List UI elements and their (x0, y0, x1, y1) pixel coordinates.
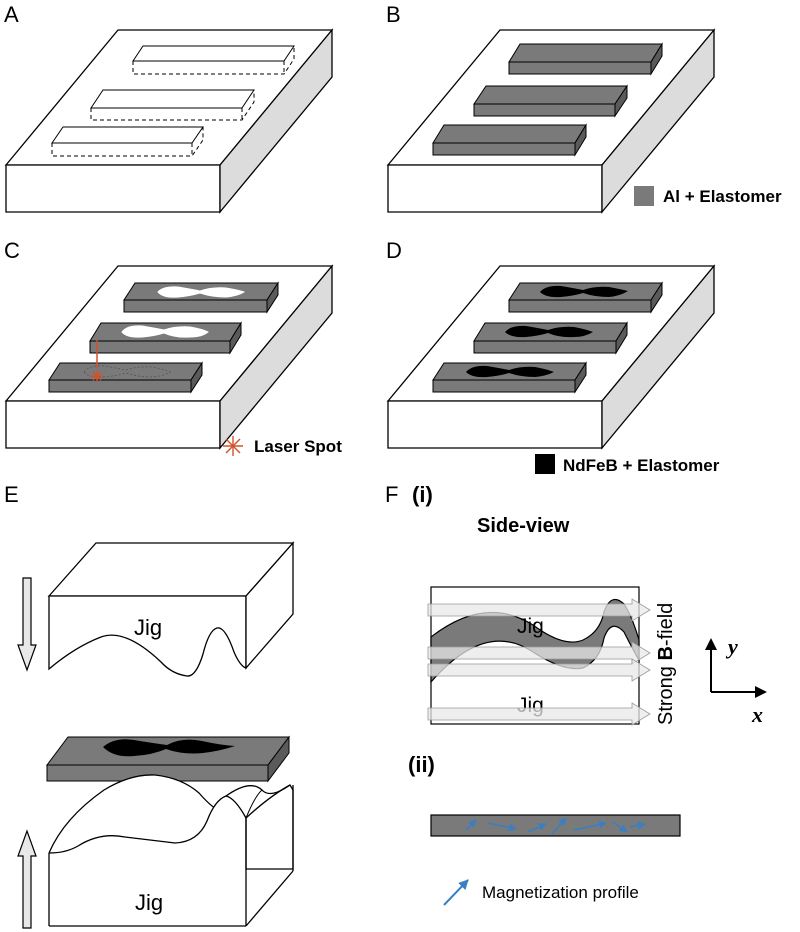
magnetization-legend-icon (443, 879, 469, 906)
magnetization-profile-label: Magnetization profile (482, 883, 639, 902)
magnetized-strip (430, 814, 681, 837)
ndfeb-label: NdFeB + Elastomer (563, 456, 720, 475)
laser-spot-legend-icon (223, 436, 243, 456)
ndfeb-pattern (540, 285, 628, 298)
x-axis-label: x (751, 702, 763, 727)
cut-cavity (157, 286, 246, 298)
panel-b: B Al + Elastomer (386, 2, 782, 214)
down-arrow (17, 577, 37, 672)
panel-f: F (i) Side-view Jig Jig Strong B-field y (385, 482, 767, 906)
up-arrow (17, 829, 37, 929)
magnetization-arrow-icon (573, 820, 607, 831)
bottom-jig: Jig (48, 774, 294, 927)
al-elastomer-slab (432, 123, 587, 157)
ndfeb-pattern (103, 739, 235, 757)
al-elastomer-slab (473, 84, 628, 118)
panel-a: A (4, 2, 334, 214)
panel-label-c: C (4, 238, 20, 263)
jig-label-top: Jig (134, 615, 162, 640)
y-axis-label: y (725, 634, 738, 659)
magnetic-sheet (46, 735, 290, 783)
panel-label-f: F (385, 482, 398, 507)
field-arrow (427, 598, 651, 622)
ndfeb-swatch (535, 454, 555, 474)
magnetization-arrow-icon (465, 819, 477, 831)
panel-e: E Jig Jig (4, 482, 295, 929)
axes-icon: y x (705, 634, 767, 727)
al-elastomer-label: Al + Elastomer (663, 187, 782, 206)
b-field-label: Strong B-field (655, 603, 677, 725)
laser-cut-slab (48, 361, 203, 394)
side-view-title: Side-view (477, 515, 570, 537)
cut-slab (89, 321, 242, 355)
sub-label-ii: (ii) (408, 752, 435, 777)
field-arrow (427, 702, 651, 726)
panel-c: C (4, 238, 342, 456)
base-block-a (4, 28, 334, 214)
magnetization-arrow-icon (527, 823, 547, 833)
side-jig-top: Jig (517, 615, 544, 638)
filled-slab (508, 281, 663, 314)
jig-label-bottom: Jig (135, 890, 163, 915)
magnetization-arrows (465, 817, 646, 835)
filled-slab (473, 321, 628, 355)
empty-slot (51, 126, 204, 157)
sub-label-i: (i) (412, 482, 433, 507)
magnetization-arrow-icon (629, 821, 646, 830)
cut-slab (123, 281, 279, 314)
magnetization-arrow-icon (612, 821, 628, 833)
top-jig: Jig (47, 541, 295, 677)
laser-spot-icon (91, 370, 103, 382)
empty-slot (90, 89, 255, 121)
field-arrow (427, 641, 651, 665)
laser-cut-path (83, 365, 171, 378)
filled-slab (432, 361, 587, 394)
field-arrow (427, 658, 651, 682)
cut-cavity (121, 325, 209, 338)
magnetization-arrow-icon (487, 822, 517, 832)
al-elastomer-slab (508, 42, 663, 76)
panel-label-e: E (4, 482, 19, 507)
panel-label-a: A (4, 2, 19, 27)
empty-slot (132, 45, 295, 75)
laser-spot-label: Laser Spot (254, 437, 342, 456)
panel-d: D NdFeB + Elastomer (386, 238, 720, 475)
panel-label-b: B (386, 2, 401, 27)
al-elastomer-swatch (634, 186, 654, 206)
ndfeb-pattern (466, 365, 554, 378)
ndfeb-pattern (505, 325, 593, 338)
panel-label-d: D (386, 238, 402, 263)
magnetization-arrow-icon (551, 817, 567, 835)
